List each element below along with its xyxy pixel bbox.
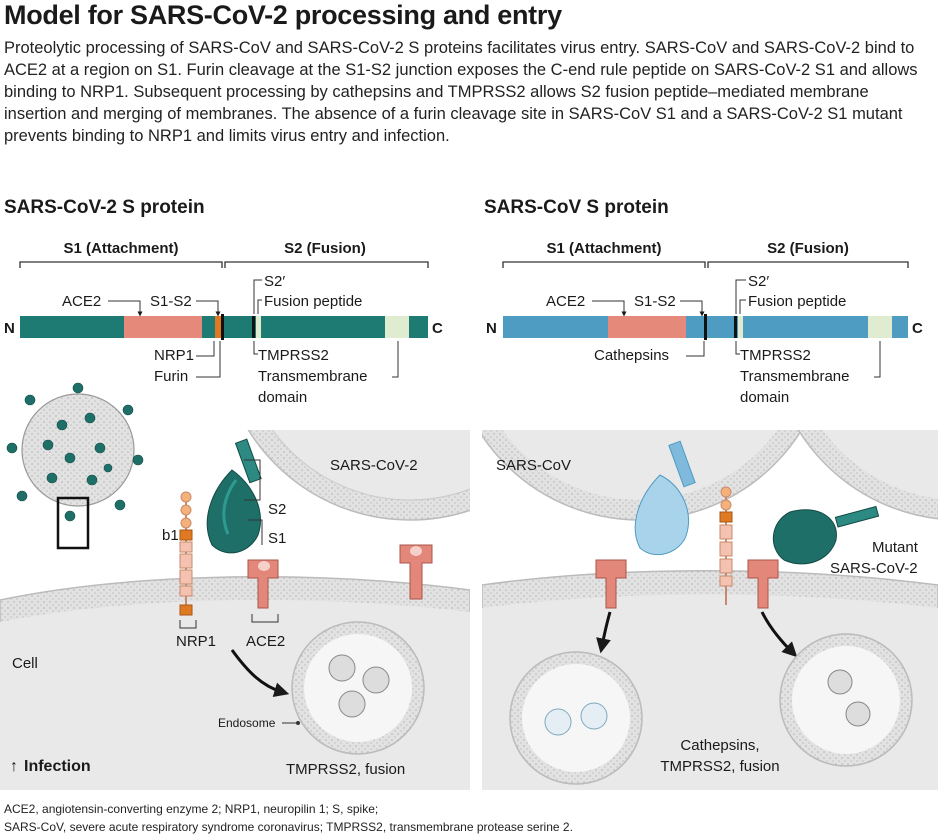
ace2-label: ACE2: [546, 293, 585, 310]
tmprss2-label: TMPRSS2: [258, 347, 329, 364]
transmembrane-region: [868, 316, 892, 338]
s1-attachment-label: S1 (Attachment): [546, 240, 661, 257]
internalization-arrow: [230, 649, 290, 698]
n-terminus-label: N: [4, 320, 15, 337]
footnote-line-2: SARS-CoV, severe acute respiratory syndr…: [4, 820, 573, 834]
endosome-label: Endosome: [218, 716, 276, 730]
transmembrane-label-2: domain: [258, 389, 307, 406]
furin-label: Furin: [154, 368, 188, 385]
infection-arrow-glyph: ↑: [10, 758, 18, 775]
figure-description: Proteolytic processing of SARS-CoV and S…: [4, 39, 918, 145]
sars-cov2-entry-scene: b1 S2 S1 NRP1 ACE2 SARS-CoV-2 Cell: [0, 430, 470, 790]
right-note-line-1: Cathepsins,: [680, 737, 759, 754]
s2-subunit-label: S2: [268, 501, 286, 518]
s1-subunit-label: S1: [268, 530, 286, 547]
tmprss2-label: TMPRSS2: [740, 347, 811, 364]
right-note-line-2: TMPRSS2, fusion: [660, 758, 779, 775]
footnote-line-1: ACE2, angiotensin-converting enzyme 2; N…: [4, 802, 379, 816]
ace2-receptor: [247, 559, 279, 609]
s2prime-label: S2′: [264, 273, 285, 290]
s1-s2-label: S1-S2: [634, 293, 676, 310]
ace2-binding-region: [124, 316, 202, 338]
s2-fusion-label: S2 (Fusion): [767, 240, 849, 257]
cathepsins-label: Cathepsins: [594, 347, 669, 364]
b1-domain-label: b1: [162, 527, 179, 544]
mutant-label-2: SARS-CoV-2: [830, 560, 918, 577]
sars-cov-spike: [634, 440, 696, 556]
s1-attachment-label: S1 (Attachment): [63, 240, 178, 257]
transmembrane-label-2: domain: [740, 389, 789, 406]
c-terminus-label: C: [432, 320, 443, 337]
sars-cov2-virion-label: SARS-CoV-2: [330, 457, 418, 474]
fusion-peptide-region: [738, 316, 743, 338]
ace2-receptor-free: [399, 544, 433, 600]
transmembrane-label-1: Transmembrane: [258, 368, 367, 385]
sars-cov-endosome: [509, 651, 643, 785]
nrp1-receptor: [179, 491, 193, 616]
left-panel-title: SARS-CoV-2 S protein: [4, 197, 205, 218]
n-terminus-label: N: [486, 320, 497, 337]
transmembrane-region: [385, 316, 409, 338]
mutant-sars-cov2-spike: [772, 505, 880, 565]
furin-site: [215, 316, 221, 338]
sars-cov-entry-scene: SARS-CoV Mutant SARS-CoV-2 Cathepsins, T…: [482, 430, 938, 790]
s2prime-cleavage-line: [252, 316, 255, 338]
endosome: [291, 621, 425, 755]
right-panel-title: SARS-CoV S protein: [484, 197, 669, 218]
figure-footnote: ACE2, angiotensin-converting enzyme 2; N…: [4, 800, 934, 836]
mutant-internalization-arrow: [760, 611, 798, 658]
sars-cov2-virion-overview: [6, 382, 144, 550]
nrp1-receptor-unbound: [719, 486, 733, 605]
ace2-label: ACE2: [62, 293, 101, 310]
fusion-peptide-region: [256, 316, 261, 338]
s1-bracket: [19, 261, 223, 268]
transmembrane-label-1: Transmembrane: [740, 368, 849, 385]
sars-cov-virion-label: SARS-CoV: [496, 457, 571, 474]
s1-bracket: [502, 261, 706, 268]
s2-fusion-label: S2 (Fusion): [284, 240, 366, 257]
page-title: Model for SARS-CoV-2 processing and entr…: [4, 0, 562, 30]
sars-cov-internalization-arrow: [596, 611, 612, 654]
ace2-receptor-mutant: [747, 559, 779, 609]
mutant-label-1: Mutant: [872, 539, 919, 556]
mutant-endosome: [779, 633, 913, 767]
ace2-binding-region: [608, 316, 686, 338]
nrp1-label: NRP1: [154, 347, 194, 364]
s1-s2-cleavage-line: [704, 314, 707, 340]
fusion-peptide-label: Fusion peptide: [264, 293, 362, 310]
sars-cov-domain-bar: S1 (Attachment) S2 (Fusion) N C ACE2 S1-…: [486, 240, 923, 406]
zoom-box: [56, 496, 90, 550]
sars-cov2-domain-bar: S1 (Attachment) S2 (Fusion) N C ACE2 S1-…: [4, 240, 443, 406]
s2-bracket: [224, 261, 429, 268]
left-fusion-note: TMPRSS2, fusion: [286, 761, 405, 778]
infection-label: Infection: [24, 758, 91, 775]
nrp1-receptor-label: NRP1: [176, 633, 216, 650]
s1-s2-cleavage-line: [221, 314, 224, 340]
sars-cov2-spike: [206, 438, 262, 554]
s2prime-label: S2′: [748, 273, 769, 290]
s2prime-cleavage-line: [734, 316, 737, 338]
s2-bracket: [707, 261, 909, 268]
fusion-peptide-label: Fusion peptide: [748, 293, 846, 310]
ace2-receptor-label: ACE2: [246, 633, 285, 650]
cell-label: Cell: [12, 655, 38, 672]
s1-s2-label: S1-S2: [150, 293, 192, 310]
c-terminus-label: C: [912, 320, 923, 337]
ace2-receptor: [595, 559, 627, 609]
